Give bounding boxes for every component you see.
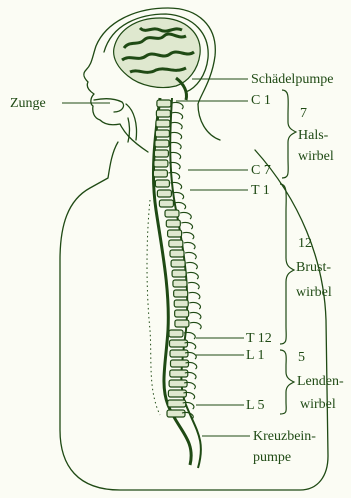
label-kreuzbein-line1: Kreuzbein-: [253, 429, 316, 444]
label-c7: C 7: [251, 163, 271, 178]
label-hals-count: 7: [300, 106, 307, 121]
spinous-process: [190, 323, 201, 329]
label-brust-count: 12: [298, 236, 312, 251]
vertebra-21: [175, 310, 189, 317]
vertebra-17: [172, 270, 186, 277]
vertebra-13: [168, 230, 182, 237]
spinous-process: [190, 313, 201, 319]
vertebra-26: [171, 360, 189, 367]
spinous-process: [180, 213, 191, 219]
label-schaedelpumpe: Schädelpumpe: [251, 72, 333, 87]
vertebra-8: [155, 180, 169, 187]
vertebra-0: [157, 100, 171, 107]
mouth-line: [94, 99, 124, 112]
vertebra-23: [169, 330, 183, 337]
vertebra-11: [165, 210, 179, 217]
bracket-lenden: [280, 350, 294, 414]
neck-outline: [198, 104, 220, 140]
label-zunge: Zunge: [10, 96, 46, 111]
vertebra-18: [173, 280, 187, 287]
vertebra-4: [155, 140, 169, 147]
label-t12: T 12: [246, 331, 272, 346]
label-l5: L 5: [246, 398, 265, 413]
spinous-process: [172, 103, 183, 109]
brackets: [280, 90, 296, 414]
vertebra-5: [154, 150, 168, 157]
label-t1: T 1: [251, 183, 270, 198]
spinous-process: [170, 143, 181, 149]
label-l1: L 1: [246, 348, 265, 363]
spinous-process: [181, 223, 192, 229]
vertebrae: [153, 100, 201, 419]
label-lenden-count: 5: [298, 350, 305, 365]
label-brust-line2: wirbel: [296, 285, 332, 300]
vertebra-22: [175, 320, 189, 327]
label-lenden-line2: wirbel: [300, 397, 336, 412]
label-c1: C 1: [251, 93, 271, 108]
label-lenden-line1: Lenden-: [297, 374, 344, 389]
label-hals-line2: wirbel: [298, 149, 334, 164]
vertebra-12: [166, 220, 180, 227]
spinous-process: [168, 173, 179, 179]
bracket-hals: [282, 90, 296, 178]
vertebra-2: [156, 120, 170, 127]
vertebra-28: [169, 380, 187, 387]
spinous-process: [189, 293, 200, 299]
vertebra-9: [157, 190, 171, 197]
vertebra-3: [155, 130, 169, 137]
spinous-process: [184, 243, 195, 249]
vertebra-29: [168, 390, 186, 397]
spinous-process: [183, 233, 194, 239]
spinous-process: [171, 123, 182, 129]
vertebra-14: [169, 240, 183, 247]
spinous-process: [186, 263, 197, 269]
vertebra-7: [153, 170, 167, 177]
vertebra-31: [167, 410, 185, 417]
label-kreuzbein-line2: pumpe: [253, 450, 291, 465]
vertebra-25: [170, 350, 188, 357]
vertebra-16: [171, 260, 185, 267]
spinous-process: [187, 273, 198, 279]
spinous-process: [170, 133, 181, 139]
vertebra-30: [168, 400, 186, 407]
spinous-process: [189, 303, 200, 309]
vertebra-27: [170, 370, 188, 377]
vertebra-10: [159, 200, 173, 207]
spinous-process: [171, 113, 182, 119]
vertebra-6: [154, 160, 168, 167]
label-brust-line1: Brust-: [296, 260, 331, 275]
vertebra-19: [174, 290, 188, 297]
label-hals-line1: Hals-: [298, 128, 328, 143]
vertebra-24: [170, 340, 188, 347]
brain: [114, 18, 201, 100]
vertebra-15: [170, 250, 184, 257]
vertebra-1: [156, 110, 170, 117]
bracket-brust: [280, 184, 294, 344]
spinous-process: [185, 253, 196, 259]
vertebra-20: [174, 300, 188, 307]
spinous-process: [188, 283, 199, 289]
